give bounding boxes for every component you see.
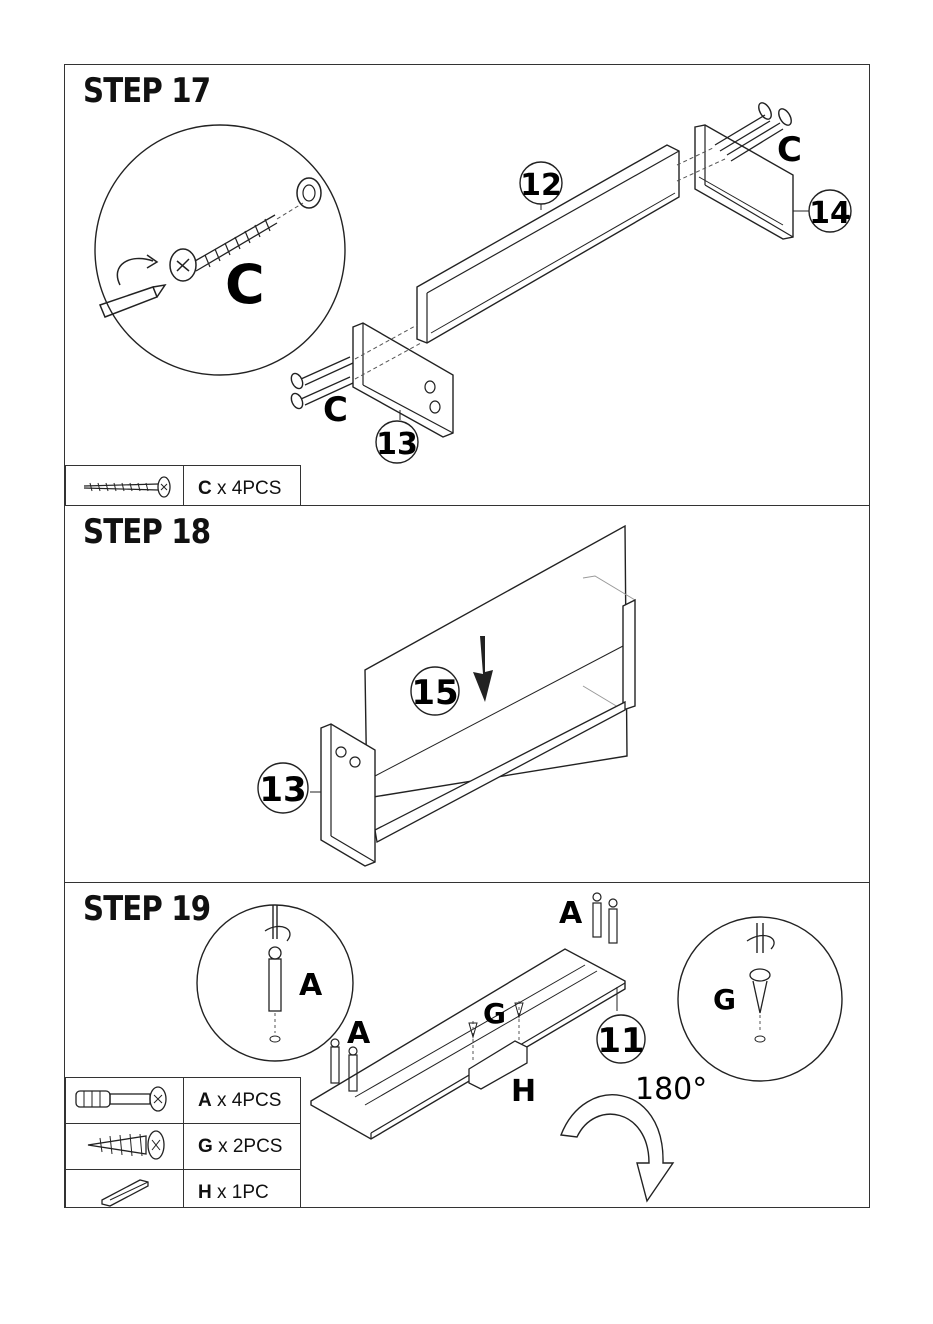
part-label: 13	[376, 427, 418, 462]
parts-count: H x 1PC	[184, 1170, 301, 1209]
zoom-circle-screw: C	[95, 125, 345, 375]
screw-label: C	[777, 130, 802, 170]
parts-row: A x 4PCS	[66, 1078, 301, 1124]
parts-table: C x 4PCS	[65, 465, 301, 506]
step-17-panel: STEP 17 C 12	[64, 64, 870, 506]
zoom-label: A	[299, 968, 323, 1003]
part-label: 15	[411, 673, 458, 713]
cam-label: A	[559, 896, 583, 931]
zoom-circle-screw-g: G	[678, 917, 842, 1081]
rotate-arrow-icon: 180°	[561, 1072, 707, 1201]
step-18-panel: STEP 18 13 15	[64, 505, 870, 883]
parts-row: G x 2PCS	[66, 1124, 301, 1170]
parts-row: H x 1PC	[66, 1170, 301, 1209]
parts-row: C x 4PCS	[66, 466, 301, 507]
bracket-h-icon	[66, 1170, 184, 1209]
zoom-circle-cam: A	[197, 905, 353, 1061]
parts-count: A x 4PCS	[184, 1078, 301, 1124]
board-13: 13 C	[289, 323, 453, 463]
cam-label: A	[347, 1016, 371, 1051]
screw-g-icon	[66, 1124, 184, 1170]
cam-bolt-a-icon	[66, 1078, 184, 1124]
zoom-label: G	[713, 983, 736, 1016]
zoom-label: C	[225, 253, 265, 316]
screw-label: C	[323, 390, 348, 430]
screw-label: G	[483, 997, 506, 1030]
rotation-label: 180°	[635, 1072, 707, 1107]
step-19-panel: STEP 19 A G	[64, 882, 870, 1208]
parts-count: C x 4PCS	[184, 466, 301, 507]
part-label: 12	[520, 168, 562, 203]
parts-count: G x 2PCS	[184, 1124, 301, 1170]
step-18-illustration: 13 15	[65, 506, 870, 883]
screw-c-icon	[66, 466, 184, 507]
parts-table: A x 4PCS G x 2PCS H x 1PC	[65, 1077, 301, 1208]
part-label: 11	[597, 1021, 644, 1061]
board-14: 14 C	[677, 101, 851, 239]
bracket-label: H	[511, 1074, 536, 1109]
frame-assembly: 13 15	[258, 526, 635, 866]
board-12: 12	[417, 145, 679, 343]
step-17-illustration: C 12 14 C	[65, 65, 870, 506]
part-label: 13	[259, 770, 306, 810]
part-label: 14	[809, 196, 851, 231]
